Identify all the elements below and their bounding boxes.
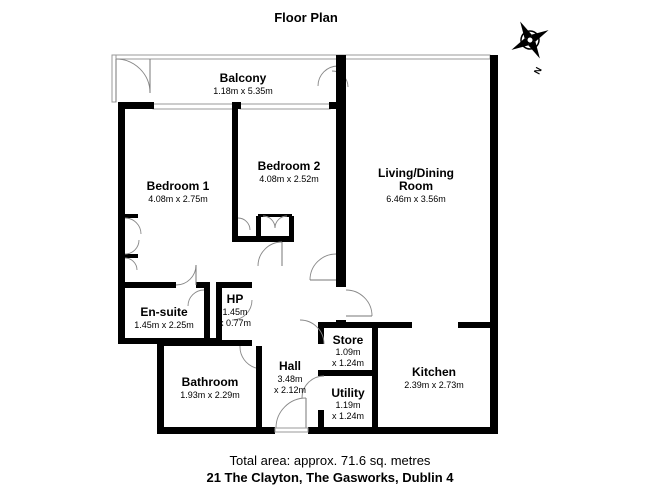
plan-title: Floor Plan (274, 10, 338, 25)
room-name: Bedroom 2 (258, 159, 321, 173)
room-living-dining: Living/Dining Room 6.46m x 3.56m (378, 166, 454, 204)
property-address: 21 The Clayton, The Gasworks, Dublin 4 (206, 470, 454, 485)
room-dims-line1: 1.45m (222, 307, 247, 317)
room-dims-line1: 3.48m (277, 374, 302, 384)
room-name: Balcony (220, 71, 267, 85)
room-name: Hall (279, 359, 301, 373)
room-dims: 6.46m x 3.56m (386, 194, 446, 204)
room-name: Bedroom 1 (147, 179, 210, 193)
room-name: En-suite (140, 305, 188, 319)
room-dims-line1: 1.19m (335, 400, 360, 410)
room-dims-line2: x 0.77m (219, 318, 251, 328)
room-bedroom-1: Bedroom 1 4.08m x 2.75m (147, 179, 210, 204)
door-swings (124, 215, 373, 433)
room-dims-line1: 1.09m (335, 347, 360, 357)
room-dims: 2.39m x 2.73m (404, 380, 464, 390)
total-area: Total area: approx. 71.6 sq. metres (230, 453, 431, 468)
room-kitchen: Kitchen 2.39m x 2.73m (404, 365, 464, 390)
room-en-suite: En-suite 1.45m x 2.25m (134, 305, 194, 330)
room-name: Kitchen (412, 365, 456, 379)
room-dims: 4.08m x 2.75m (148, 194, 208, 204)
room-dims-line2: x 1.24m (332, 411, 364, 421)
room-name: Utility (331, 386, 365, 400)
room-name-line1: Living/Dining (378, 166, 454, 180)
room-dims-line2: x 1.24m (332, 358, 364, 368)
interior-walls (118, 102, 498, 434)
room-dims: 1.45m x 2.25m (134, 320, 194, 330)
room-name-line2: Room (399, 179, 433, 193)
room-bedroom-2: Bedroom 2 4.08m x 2.52m (258, 159, 321, 184)
room-name: HP (227, 292, 244, 306)
room-dims: 1.93m x 2.29m (180, 390, 240, 400)
room-name: Bathroom (182, 375, 239, 389)
room-balcony: Balcony 1.18m x 5.35m (213, 71, 273, 96)
room-hp: HP 1.45m x 0.77m (219, 292, 251, 328)
room-bathroom: Bathroom 1.93m x 2.29m (180, 375, 240, 400)
room-dims-line2: x 2.12m (274, 385, 306, 395)
compass-north-label: N (532, 66, 544, 76)
balcony-outline (111, 54, 491, 103)
room-dims: 4.08m x 2.52m (259, 174, 319, 184)
room-name: Store (333, 333, 364, 347)
room-store: Store 1.09m x 1.24m (332, 333, 364, 368)
compass-icon (511, 21, 549, 59)
room-hall: Hall 3.48m x 2.12m (274, 359, 306, 395)
room-dims: 1.18m x 5.35m (213, 86, 273, 96)
room-utility: Utility 1.19m x 1.24m (331, 386, 365, 421)
